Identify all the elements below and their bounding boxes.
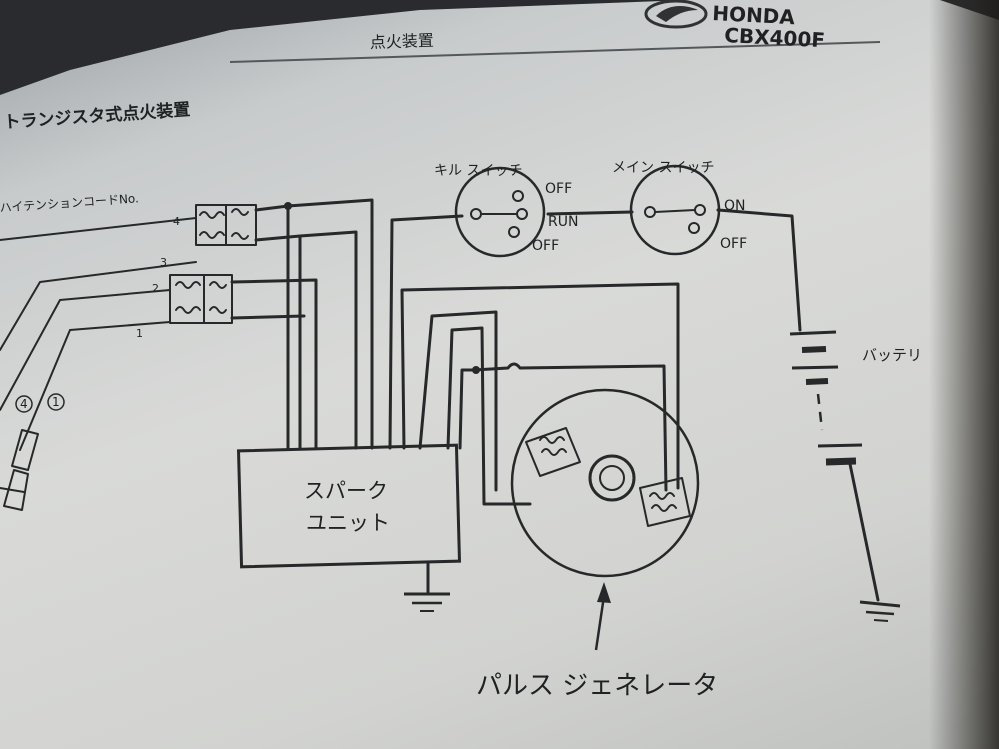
- cord-label-4: 4: [173, 215, 180, 228]
- spark-unit-ground-icon: [404, 592, 450, 612]
- pulse-generator-label: パルス ジェネレータ: [476, 671, 718, 701]
- pulse-wire-outer: [400, 282, 680, 490]
- power-feed-wire-2: [298, 230, 358, 450]
- book-spine-shadow: [929, 0, 999, 749]
- main-on-label: ON: [724, 198, 746, 214]
- ignition-coil-lower: [169, 274, 233, 324]
- kill-switch-wire: [388, 214, 464, 450]
- spark-unit-label-line2: ユニット: [306, 511, 390, 535]
- battery-symbol: [789, 330, 880, 602]
- coil-lower-primary-b: [230, 314, 306, 320]
- cord-label-1: 1: [136, 327, 143, 340]
- header-rule: [229, 41, 881, 63]
- power-feed-wire: [286, 198, 374, 450]
- cord-label-2: 2: [152, 282, 159, 295]
- pulse-wire-cross: [472, 362, 668, 492]
- kill-switch-label: キル スイッチ: [434, 163, 522, 179]
- main-switch-to-battery: [716, 208, 802, 332]
- kill-switch: [454, 166, 546, 258]
- pulse-wire-junction: [458, 368, 478, 450]
- kill-run-label: RUN: [548, 214, 578, 230]
- coil-upper-primary-b: [254, 234, 302, 450]
- cord-4-wire: [0, 217, 197, 241]
- switch-link-wire: [546, 210, 634, 216]
- pulse-generator-arrow-icon: [594, 582, 611, 651]
- cord-1-wire: [19, 321, 171, 451]
- pulse-wire-inner: [446, 326, 532, 506]
- pulse-generator: [510, 388, 700, 578]
- battery-ground-icon: [859, 600, 901, 622]
- honda-wing-logo: [644, 0, 708, 29]
- kill-off-bottom-label: OFF: [532, 238, 559, 254]
- cord-2-wire: [0, 289, 171, 411]
- cord-3-wire: [0, 261, 197, 351]
- pulse-wire-mid: [418, 310, 498, 492]
- cord-label-3: 3: [160, 256, 167, 269]
- main-switch-label: メイン スイッチ: [612, 160, 714, 176]
- spark-unit-label-line1: スパーク: [304, 479, 388, 503]
- main-switch: [629, 164, 721, 256]
- plug-label-4: 4: [20, 397, 28, 411]
- ignition-coil-upper: [195, 204, 257, 246]
- brand-name: HONDA: [712, 1, 796, 29]
- spark-unit-box: [236, 443, 462, 569]
- section-title: 点火装置: [369, 31, 434, 52]
- battery-label: バッテリ: [862, 346, 922, 364]
- diagram-heading: トランジスタ式点火装置: [3, 99, 191, 133]
- high-tension-cord-label: ハイテンションコードNo.: [0, 191, 139, 215]
- kill-off-top-label: OFF: [545, 181, 572, 197]
- coil-upper-primary-a: [254, 204, 290, 450]
- coil-lower-primary-a: [230, 278, 318, 450]
- plug-label-1: 1: [52, 395, 60, 409]
- spark-plug: [0, 429, 39, 511]
- main-off-label: OFF: [720, 236, 747, 252]
- model-name: CBX400F: [724, 23, 826, 52]
